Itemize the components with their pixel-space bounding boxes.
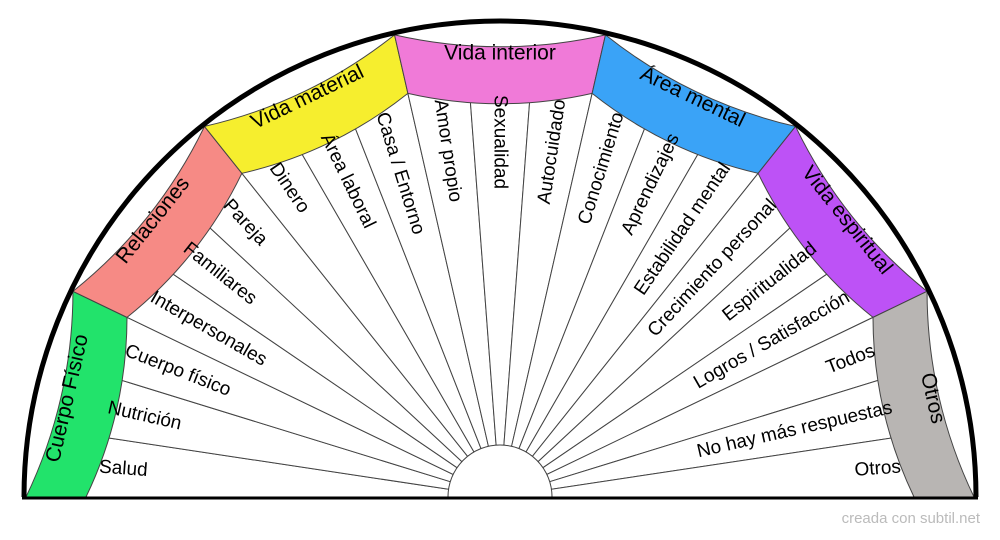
item-label: Otros [854, 456, 902, 480]
item-label: Salud [98, 456, 148, 481]
center-hub [447, 444, 553, 498]
item-wedges [85, 83, 915, 498]
item-label: Sexualidad [490, 95, 511, 189]
credit-text: creada con subtil.net [841, 510, 980, 527]
outer-rim [21, 18, 979, 498]
category-ring [25, 33, 975, 498]
category-label: Vida interior [444, 42, 556, 65]
